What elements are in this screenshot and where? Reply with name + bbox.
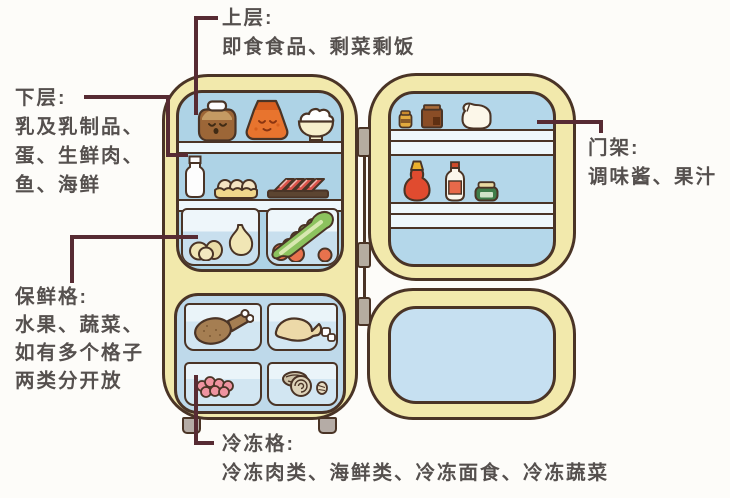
label-lower-line1: 乳及乳制品、 [15, 116, 145, 138]
label-upper-shelf: 上层: 即食食品、剩菜剩饭 [222, 4, 416, 62]
milk-bottle-icon [184, 155, 206, 199]
sauce-bottle-icon [444, 161, 466, 202]
door-hinge-bottom [357, 297, 371, 326]
connector-crisper [70, 235, 198, 283]
freezer-drawer-meat [184, 303, 262, 351]
milk-jug-icon [459, 101, 493, 129]
label-crisper-line3: 两类分开放 [15, 370, 123, 392]
label-freezer-desc: 冷冻肉类、海鲜类、冷冻面食、冷冻蔬菜 [222, 462, 610, 484]
label-freezer-title: 冷冻格: [222, 433, 295, 455]
leftover-bag-icon [243, 96, 291, 142]
label-upper-title: 上层: [222, 7, 274, 29]
connector-door-rack [537, 120, 603, 133]
sauce-jar-icon [197, 100, 237, 142]
label-crisper-line2: 如有多个格子 [15, 342, 145, 364]
crisper-drawer-left [181, 208, 260, 266]
door-hinge-top [357, 127, 371, 157]
fridge-shelf-1 [179, 141, 341, 154]
sliced-meat-icon [266, 174, 330, 199]
pears-garlic-icon [186, 223, 256, 261]
label-crisper: 保鲜格: 水果、蔬菜、 如有多个格子 两类分开放 [15, 283, 144, 395]
freezer-drawer-noodles [267, 362, 338, 406]
label-lower-title: 下层: [15, 87, 67, 109]
label-crisper-title: 保鲜格: [15, 286, 88, 308]
connector-upper-shelf [194, 16, 218, 115]
crisper-drawer-right [266, 208, 339, 266]
door-rack-area [388, 91, 556, 267]
connector-lower-shelf [84, 95, 170, 157]
ketchup-bottle-icon [403, 160, 431, 202]
freezer-drawer-seafood [267, 303, 338, 351]
door-shelf-2 [391, 202, 553, 229]
door-shelf-1 [391, 129, 553, 156]
label-crisper-line1: 水果、蔬菜、 [15, 314, 145, 336]
connector-lower-shelf-tip [166, 153, 188, 157]
label-freezer: 冷冻格: 冷冻肉类、海鲜类、冷冻面食、冷冻蔬菜 [222, 430, 609, 488]
carton-icon [420, 104, 444, 129]
frozen-fish-ice-icon [272, 314, 336, 344]
green-jar-icon [474, 181, 499, 202]
label-lower-line3: 鱼、海鲜 [15, 174, 102, 196]
small-jar-icon [398, 110, 413, 129]
label-door-rack: 门架: 调味酱、果汁 [588, 134, 717, 192]
frozen-noodles-icon [277, 370, 329, 398]
fridge-interior [176, 90, 344, 272]
fridge-right-foot [318, 417, 337, 434]
door-hinge-middle [357, 242, 371, 268]
egg-tray-icon [213, 179, 261, 199]
freezer-compartment [174, 293, 346, 414]
label-door-title: 门架: [588, 137, 640, 159]
frozen-chicken-icon [192, 309, 254, 345]
connector-freezer [194, 375, 214, 445]
label-lower-line2: 蛋、生鲜肉、 [15, 145, 145, 167]
frozen-berries-icon [194, 374, 236, 398]
label-lower-shelf: 下层: 乳及乳制品、 蛋、生鲜肉、 鱼、海鲜 [15, 84, 144, 200]
freezer-door-panel [388, 306, 556, 404]
door-seam [363, 148, 366, 313]
rice-bowl-icon [296, 106, 336, 142]
label-upper-desc: 即食食品、剩菜剩饭 [222, 36, 416, 58]
lettuce-tomato-icon [269, 210, 337, 262]
label-door-desc: 调味酱、果汁 [588, 166, 718, 188]
